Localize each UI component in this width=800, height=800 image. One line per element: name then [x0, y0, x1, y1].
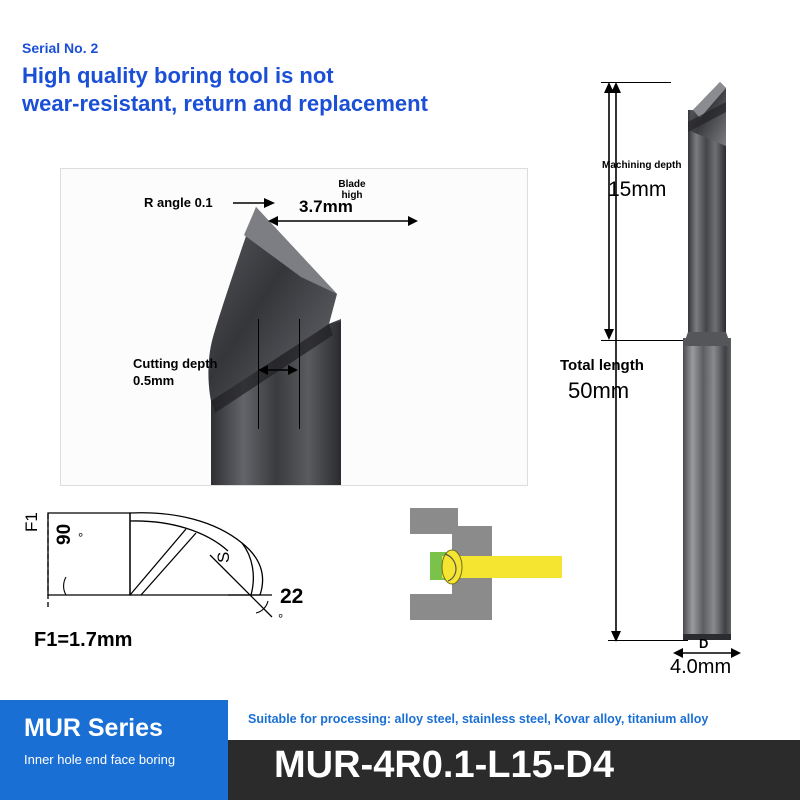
machining-depth-dimension — [601, 82, 617, 340]
footer-dark-bar — [228, 740, 800, 800]
boring-tool-closeup-illustration — [208, 207, 341, 485]
cutting-depth-extension-line-left — [258, 319, 259, 429]
series-subtitle: Inner hole end face boring — [24, 752, 176, 767]
machining-depth-ext-top — [601, 82, 671, 83]
blade-high-value: 3.7mm — [299, 197, 353, 216]
total-length-ext-bottom — [608, 640, 688, 641]
headline-line-2: wear-resistant, return and replacement — [22, 91, 428, 116]
angle-90-label: 90 — [54, 523, 75, 545]
total-length-value: 50mm — [568, 378, 630, 403]
series-title: MUR Series — [24, 714, 163, 742]
tool-closeup-panel: Blade high 3.7mm R angle 0.1 Cutting dep… — [60, 168, 528, 486]
r-angle-label: R angle 0.1 — [144, 195, 213, 210]
total-length-label: Total length — [560, 357, 644, 374]
diameter-dimension-arrow — [673, 646, 741, 660]
footer-white-stripe — [228, 700, 800, 740]
cutting-depth-dimension-arrow — [258, 363, 298, 377]
s-label: S — [214, 551, 233, 563]
suitable-processing-text: Suitable for processing: alloy steel, st… — [248, 712, 709, 726]
angle-90-unit: ° — [78, 530, 84, 545]
blade-high-label: Blade high — [338, 179, 366, 201]
headline: High quality boring tool is not wear-res… — [22, 62, 542, 118]
diameter-value: 4.0mm — [670, 656, 732, 678]
footer-blue-panel — [0, 700, 228, 800]
machining-depth-label: Machining depth — [602, 160, 682, 171]
diameter-symbol: D — [699, 636, 709, 651]
headline-line-1: High quality boring tool is not — [22, 63, 334, 88]
f1-axis-label: F1 — [22, 512, 41, 532]
cutting-depth-extension-line-right — [299, 319, 300, 429]
machining-depth-ext-bottom — [601, 340, 683, 341]
r-angle-leader-arrow — [233, 195, 275, 211]
tool-elevation-drawing: Machining depth 15mm Total length 50mm D… — [560, 60, 800, 680]
serial-number-label: Serial No. 2 — [22, 40, 99, 56]
blade-high-dimension-arrow — [268, 214, 418, 228]
workpiece-application-illustration — [410, 508, 562, 620]
angle-22-unit: ° — [278, 611, 284, 626]
f1-geometry-illustration — [47, 512, 273, 618]
angle-22-label: 22 — [280, 585, 304, 608]
cutting-depth-label: Cutting depth 0.5mm — [133, 356, 218, 388]
total-length-dimension — [608, 82, 624, 642]
f1-geometry-drawing: F1 90 ° S 22 ° F1=1.7mm — [10, 495, 330, 670]
f1-value: F1=1.7mm — [34, 629, 133, 651]
application-illustration — [400, 500, 580, 650]
machining-depth-value: 15mm — [608, 178, 667, 201]
part-number: MUR-4R0.1-L15-D4 — [274, 744, 614, 786]
boring-tool-elevation-illustration — [683, 82, 731, 640]
